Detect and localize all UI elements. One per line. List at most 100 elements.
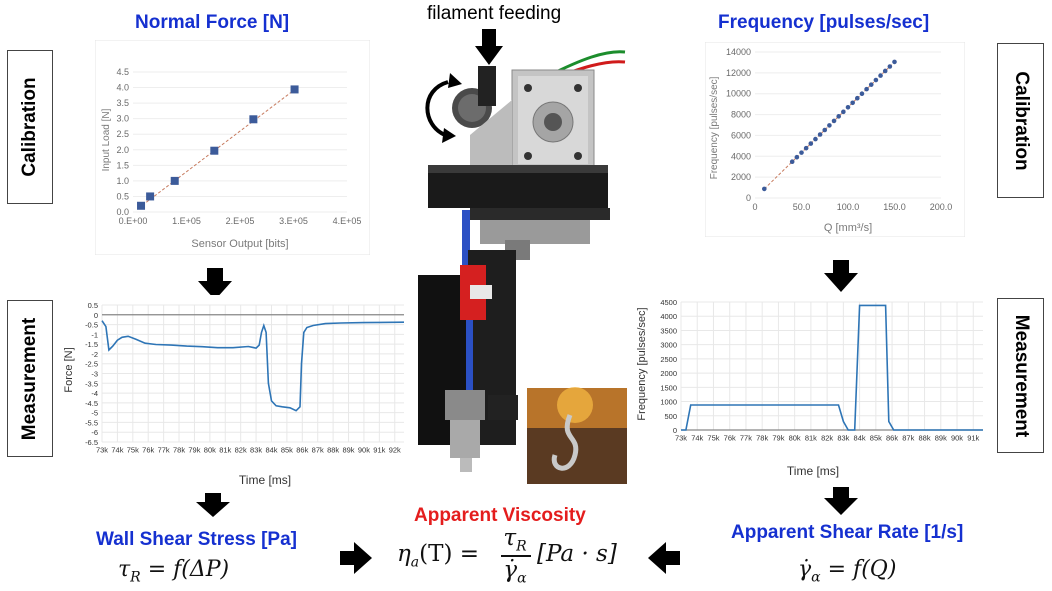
- frequency_calibration-xtick: 0: [752, 202, 757, 212]
- frequency_calibration-point: [827, 123, 832, 128]
- frequency_calibration-point: [813, 136, 818, 142]
- frequency_calibration-ytick: 6000: [731, 130, 751, 140]
- force_measurement-xtick: 84k: [265, 446, 277, 455]
- av-eq-num: τ: [503, 525, 517, 551]
- force_calibration-xtick: 4.E+05: [333, 216, 362, 226]
- frequency_calibration-point: [762, 186, 767, 192]
- wss-eq-rhs: = f(ΔP): [147, 557, 230, 582]
- frequency_calibration-point: [864, 86, 869, 92]
- frequency-title: Frequency [pulses/sec]: [718, 12, 930, 33]
- frequency_calibration-point: [878, 73, 883, 78]
- force_calibration-point: [290, 85, 299, 94]
- frequency_measurement-xtick: 85k: [870, 434, 882, 443]
- frequency_calibration-point: [873, 77, 879, 83]
- frequency_calibration-point: [808, 141, 814, 146]
- force_calibration-point: [170, 176, 179, 185]
- frequency_calibration-point: [841, 109, 846, 115]
- av-eq-eta: η: [397, 541, 411, 567]
- force_measurement-xtick: 88k: [327, 446, 339, 455]
- wall-shear-stress-title: Wall Shear Stress [Pa]: [96, 529, 297, 550]
- av-eq-units: [Pa · s]: [537, 541, 617, 567]
- frequency_calibration-ytick: 4000: [731, 151, 751, 161]
- force-measurement-ylabel: Force [N]: [63, 347, 75, 392]
- frequency_measurement-xtick: 82k: [821, 434, 833, 443]
- force_measurement-ytick: -6.5: [85, 438, 98, 447]
- frequency_measurement-ytick: 1500: [660, 383, 677, 392]
- asr-eq-lhs: γ̇: [798, 557, 812, 582]
- frequency_calibration-xtick: 150.0: [883, 202, 906, 212]
- frequency_measurement-ytick: 2500: [660, 355, 677, 364]
- force_measurement-ytick: -1: [91, 330, 98, 339]
- force-calibration-ylabel: Input Load [N]: [101, 108, 112, 171]
- frequency_calibration-point: [803, 145, 809, 151]
- force_calibration-ytick: 3.0: [116, 114, 129, 124]
- force-calibration-xlabel: Sensor Output [bits]: [191, 238, 288, 250]
- force_measurement-xtick: 79k: [188, 446, 200, 455]
- frequency_calibration-point: [887, 64, 893, 69]
- force_measurement-xtick: 83k: [250, 446, 262, 455]
- force_measurement-ytick: -2.5: [85, 360, 98, 369]
- force_measurement-xtick: 77k: [158, 446, 170, 455]
- frequency_calibration-xtick: 200.0: [930, 202, 953, 212]
- frequency_measurement-xtick: 90k: [951, 434, 963, 443]
- av-eq-arg: (T) =: [419, 541, 480, 567]
- frequency_measurement-xtick: 81k: [805, 434, 817, 443]
- frequency_measurement-series-line: [681, 304, 983, 431]
- force_measurement-ytick: -4: [91, 389, 98, 398]
- force_measurement-xtick: 90k: [358, 446, 370, 455]
- frequency_calibration-ytick: 0: [746, 193, 751, 203]
- frequency_measurement-xtick: 76k: [724, 434, 736, 443]
- frequency_measurement-xtick: 86k: [886, 434, 898, 443]
- force_calibration-ytick: 2.0: [116, 145, 129, 155]
- frequency_measurement-ytick: 0: [673, 426, 677, 435]
- frequency_measurement-xtick: 91k: [967, 434, 979, 443]
- force_calibration-point: [137, 201, 146, 210]
- extruder-illustration: [418, 50, 627, 484]
- apparent-shear-rate-equation: γ̇α = f(Q): [798, 557, 896, 585]
- frequency_calibration-point: [855, 95, 860, 101]
- frequency_calibration-point: [799, 150, 804, 155]
- force_measurement-ytick: -3: [91, 370, 98, 379]
- left-measurement-label: Measurement: [19, 317, 40, 440]
- arrow-down-left-1: [198, 268, 232, 300]
- apparent-shear-rate-title: Apparent Shear Rate [1/s]: [731, 522, 964, 543]
- frequency_measurement-xtick: 78k: [756, 434, 768, 443]
- frequency_measurement-ytick: 500: [664, 412, 677, 421]
- force_measurement-xtick: 74k: [111, 446, 123, 455]
- force_calibration-xtick: 3.E+05: [279, 216, 308, 226]
- force_measurement-xtick: 76k: [142, 446, 154, 455]
- frequency_calibration-point: [859, 91, 865, 97]
- force_measurement-ytick: -5: [91, 409, 98, 418]
- frequency_measurement-xtick: 75k: [707, 434, 719, 443]
- frequency_measurement-ytick: 4000: [660, 312, 677, 321]
- av-eq-den: γ̇: [503, 557, 518, 583]
- left-calibration-box: Calibration: [7, 50, 53, 204]
- filament-feeding-label: filament feeding: [427, 3, 562, 24]
- asr-eq-sub: α: [811, 569, 821, 586]
- arrow-down-left-2: [196, 493, 230, 517]
- frequency_calibration-xtick: 50.0: [793, 202, 811, 212]
- frequency_calibration-point: [850, 100, 855, 106]
- av-eq-fraction-bar: [501, 555, 531, 557]
- frequency_calibration-point: [892, 59, 897, 65]
- right-measurement-box: Measurement: [997, 298, 1044, 453]
- apparent-viscosity-title: Apparent Viscosity: [414, 505, 586, 526]
- force_measurement-xtick: 78k: [173, 446, 185, 455]
- frequency_calibration-ytick: 10000: [726, 89, 751, 99]
- frequency_calibration-point: [789, 159, 795, 165]
- frequency-calibration-ylabel: Frequency [pulses/sec]: [709, 76, 720, 179]
- frequency-measurement-xlabel: Time [ms]: [787, 464, 839, 478]
- force_calibration-ytick: 0.5: [116, 191, 129, 201]
- frequency_measurement-xtick: 87k: [902, 434, 914, 443]
- frequency-measurement-ylabel: Frequency [pulses/sec]: [636, 307, 648, 420]
- left-measurement-box: Measurement: [7, 300, 53, 457]
- force_measurement-ytick: 0.5: [88, 301, 98, 310]
- av-eq-den-sub: α: [517, 570, 527, 587]
- asr-eq-rhs: = f(Q): [827, 557, 897, 582]
- arrow-down-right-2: [824, 487, 858, 515]
- force_calibration-ytick: 4.5: [116, 67, 129, 77]
